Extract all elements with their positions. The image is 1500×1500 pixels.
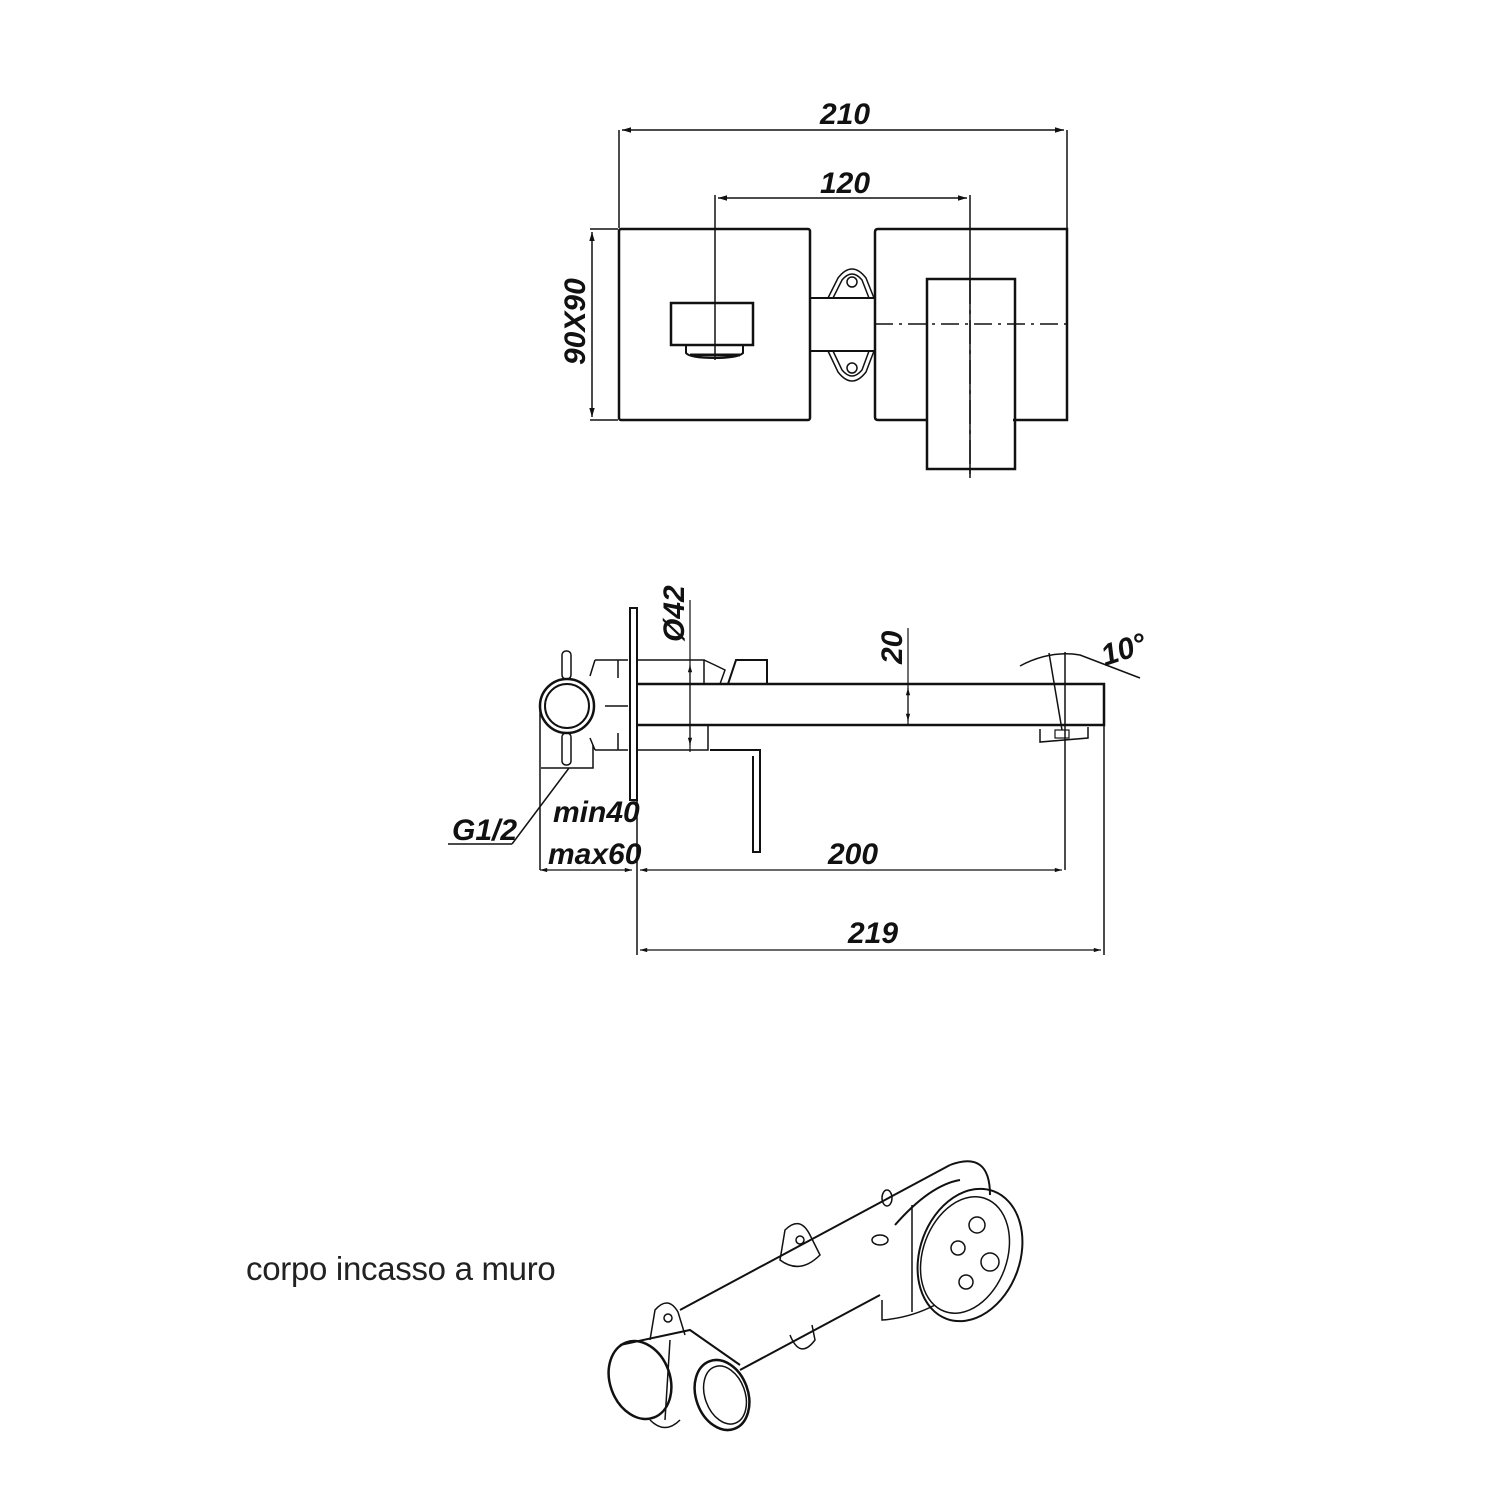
top-view bbox=[589, 127, 1069, 478]
mounting-bracket-top bbox=[827, 268, 875, 299]
dim-120-label: 120 bbox=[820, 167, 870, 200]
spout-end bbox=[669, 301, 755, 347]
dim-min-label: min40 bbox=[553, 796, 640, 829]
dim-20-label: 20 bbox=[876, 630, 909, 665]
dim-210-label: 210 bbox=[819, 98, 870, 131]
spout bbox=[637, 682, 1106, 727]
cartridge-face bbox=[916, 1187, 1024, 1323]
dim-thread-label: G1/2 bbox=[452, 814, 517, 847]
isometric-body-view bbox=[607, 1160, 1024, 1432]
wall-plate bbox=[629, 607, 638, 801]
side-view bbox=[448, 600, 1141, 955]
handle-lever bbox=[925, 277, 1017, 471]
dim-90x90-label: 90X90 bbox=[559, 278, 592, 365]
dim-max-label: max60 bbox=[548, 838, 642, 871]
dimension-210 bbox=[618, 127, 1068, 228]
mounting-bracket-bottom bbox=[827, 350, 875, 382]
left-plate bbox=[617, 227, 812, 422]
iso-view-caption: corpo incasso a muro bbox=[246, 1250, 556, 1287]
lever bbox=[710, 749, 761, 853]
dim-219-label: 219 bbox=[847, 917, 898, 950]
inlet-right bbox=[693, 1358, 751, 1432]
dim-200-label: 200 bbox=[827, 838, 878, 871]
dim-angle-label: 10° bbox=[1097, 627, 1151, 673]
inlet-circle bbox=[538, 677, 596, 735]
dimension-90x90 bbox=[589, 228, 618, 421]
right-plate bbox=[873, 227, 1069, 422]
dim-diameter-label: Ø42 bbox=[658, 585, 691, 642]
